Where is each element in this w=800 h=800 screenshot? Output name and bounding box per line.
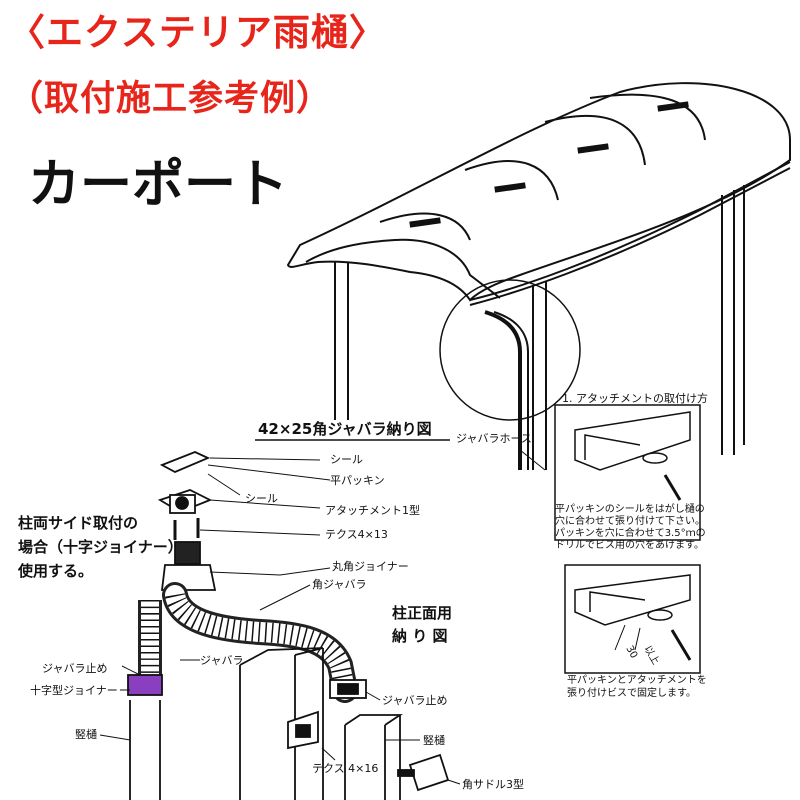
step1-line-2: 穴に合わせて張り付けて下さい。: [555, 514, 705, 527]
label-cross-joiner: 十字型ジョイナー: [30, 683, 118, 697]
label-jabara-hose: ジャバラホース: [456, 432, 532, 445]
label-screw-4x13: テクス4×13: [325, 528, 388, 541]
step1-line-1: 平パッキンのシールをはがし樋の: [555, 502, 705, 515]
step2-line-2: 張り付けビスで固定します。: [567, 686, 696, 699]
label-jabara-stop-right: ジャバラ止め: [382, 694, 447, 707]
label-flat-packing: 平パッキン: [330, 474, 385, 487]
main-heading: 42×25角ジャバラ納り図: [258, 420, 432, 438]
step1-text: 平パッキンのシールをはがし樋の 穴に合わせて張り付けて下さい。 パッキンを穴に合…: [555, 502, 706, 551]
front-note-line-1: 柱正面用: [392, 604, 452, 622]
carport-illustration: [286, 82, 791, 470]
front-note-line-2: 納 り 図: [392, 627, 447, 645]
exploded-parts: [99, 449, 546, 800]
side-note-line-2: 場合（十字ジョイナー）: [18, 538, 183, 556]
title-carport: カーポート: [28, 155, 289, 215]
label-seal-mid: シール: [245, 492, 278, 505]
attachment-step-panels: [554, 404, 701, 674]
label-screw-4x16: テクス 4×16: [312, 762, 378, 775]
step1-line-4: ドリルでビス用の穴をあけます。: [555, 538, 704, 551]
side-note-line-3: 使用する。: [17, 562, 93, 580]
label-attachment: アタッチメント1型: [325, 503, 420, 517]
label-saddle: 角サドル3型: [462, 777, 524, 791]
label-square-jabara: 角ジャバラ: [312, 578, 366, 591]
label-downpipe-right: 竪樋: [423, 733, 445, 747]
step1-line-3: パッキンを穴に合わせて3.5°ｍの: [555, 526, 706, 539]
label-round-joiner: 丸角ジョイナー: [332, 560, 409, 573]
side-note-line-1: 柱両サイド取付の: [18, 514, 138, 532]
label-downpipe-left: 竪樋: [75, 727, 97, 741]
title-line-1: 〈エクステリア雨樋〉: [8, 11, 387, 54]
dimension-30: 30: [623, 644, 639, 661]
label-jabara-left: ジャバラ: [200, 654, 243, 667]
step2-text: 平パッキンとアタッチメントを 張り付けビスで固定します。: [567, 674, 707, 699]
front-note: 柱正面用 納 り 図: [392, 604, 452, 645]
title-line-2: （取付施工参考例）: [8, 79, 333, 119]
label-jabara-stop-left: ジャバラ止め: [42, 662, 107, 675]
side-note: 柱両サイド取付の 場合（十字ジョイナー） 使用する。: [17, 514, 183, 580]
label-seal-top: シール: [330, 453, 363, 466]
step2-line-1: 平パッキンとアタッチメントを: [567, 674, 707, 686]
dimension-over: 以上: [641, 644, 661, 667]
step1-title: 1. アタッチメントの取付け方: [562, 391, 708, 405]
